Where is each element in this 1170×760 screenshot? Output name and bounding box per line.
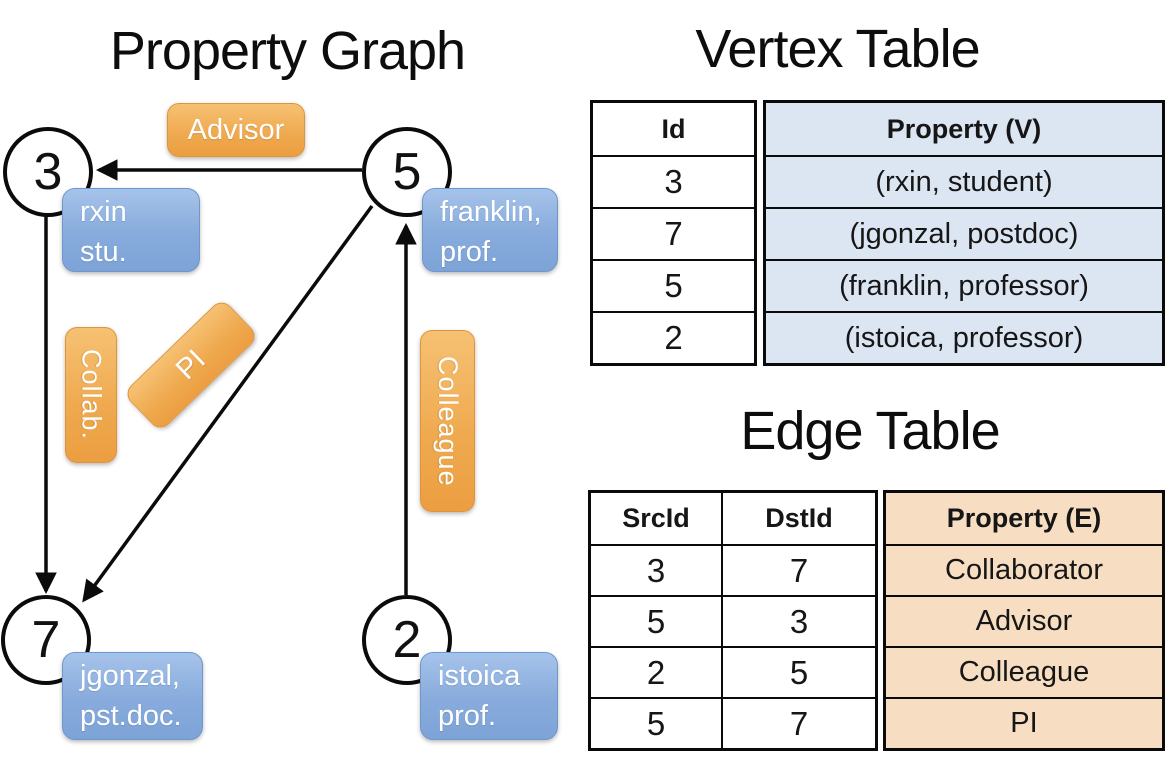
vertex-prop-line: prof. <box>438 700 497 732</box>
edge-table-id-columns: SrcId DstId 3 7 5 3 2 5 5 7 <box>588 490 878 751</box>
node-3-id: 3 <box>33 143 63 201</box>
vertex-header-property: Property (V) <box>766 103 1162 155</box>
graph-node-2: 2 <box>362 595 452 685</box>
vertex-prop-box-rxin: rxin stu. <box>62 188 200 272</box>
vertex-prop-box-jgonzal: jgonzal, pst.doc. <box>62 652 203 740</box>
vertex-property-cell: (franklin, professor) <box>766 259 1162 311</box>
edge-src-cell: 3 <box>591 546 723 595</box>
edge-header-src: SrcId <box>591 493 723 544</box>
edge-property-cell: Collaborator <box>886 544 1162 595</box>
vertex-prop-line: rxin <box>80 196 127 228</box>
edge-pi-arrow <box>82 204 374 603</box>
vertex-prop-line: stu. <box>80 236 127 268</box>
vertex-header-id: Id <box>593 103 754 155</box>
node-7-id: 7 <box>31 611 61 669</box>
edge-id-row: 2 5 <box>591 646 875 697</box>
edge-dst-cell: 5 <box>789 653 809 691</box>
vertex-prop-line: franklin, <box>440 196 542 228</box>
vertex-table-property-column: Property (V) (rxin, student) (jgonzal, p… <box>763 100 1165 366</box>
vertex-id-cell: 3 <box>593 155 754 207</box>
vertex-prop-box-franklin: franklin, prof. <box>422 188 558 272</box>
node-5-id: 5 <box>392 143 422 201</box>
node-2-id: 2 <box>392 611 422 669</box>
vertex-table-id-column: Id 3 7 5 2 <box>590 100 757 366</box>
graph-edges-layer <box>35 159 417 603</box>
vertex-table-title: Vertex Table <box>695 19 980 79</box>
edge-src-cell: 5 <box>591 699 723 748</box>
edge-table-title: Edge Table <box>740 401 1000 461</box>
edge-property-cell: Colleague <box>886 646 1162 697</box>
edge-table: SrcId DstId 3 7 5 3 2 5 5 7 Property (E) <box>588 490 1165 751</box>
vertex-id-cell: 2 <box>593 311 754 363</box>
edge-property-cell: PI <box>886 697 1162 748</box>
edge-label-collab: Collab. <box>65 327 117 463</box>
graph-node-5: 5 <box>362 127 452 217</box>
edge-header-row: SrcId DstId <box>591 493 875 544</box>
vertex-id-cell: 7 <box>593 207 754 259</box>
edge-id-row: 5 3 <box>591 595 875 646</box>
edge-label-colleague: Colleague <box>420 330 475 512</box>
edge-id-row: 5 7 <box>591 697 875 748</box>
property-graph-title: Property Graph <box>109 21 466 81</box>
vertex-prop-line: istoica <box>438 660 521 692</box>
edge-header-dst: DstId <box>765 503 833 533</box>
vertex-id-cell: 5 <box>593 259 754 311</box>
vertex-table: Id 3 7 5 2 Property (V) (rxin, student) … <box>590 100 1165 366</box>
edge-dst-cell: 7 <box>789 704 809 742</box>
vertex-prop-line: pst.doc. <box>80 700 182 732</box>
vertex-prop-line: jgonzal, <box>80 660 180 692</box>
vertex-property-cell: (rxin, student) <box>766 155 1162 207</box>
edge-src-cell: 5 <box>591 597 723 646</box>
vertex-property-cell: (istoica, professor) <box>766 311 1162 363</box>
edge-id-row: 3 7 <box>591 544 875 595</box>
edge-dst-cell: 3 <box>789 602 809 640</box>
edge-table-property-column: Property (E) Collaborator Advisor Collea… <box>883 490 1165 751</box>
edge-src-cell: 2 <box>591 648 723 697</box>
vertex-property-cell: (jgonzal, postdoc) <box>766 207 1162 259</box>
edge-dst-cell: 7 <box>789 551 809 589</box>
vertex-prop-line: prof. <box>440 236 499 268</box>
edge-property-cell: Advisor <box>886 595 1162 646</box>
edge-label-advisor: Advisor <box>167 103 305 157</box>
vertex-prop-box-istoica: istoica prof. <box>420 652 558 740</box>
edge-header-property: Property (E) <box>886 493 1162 544</box>
